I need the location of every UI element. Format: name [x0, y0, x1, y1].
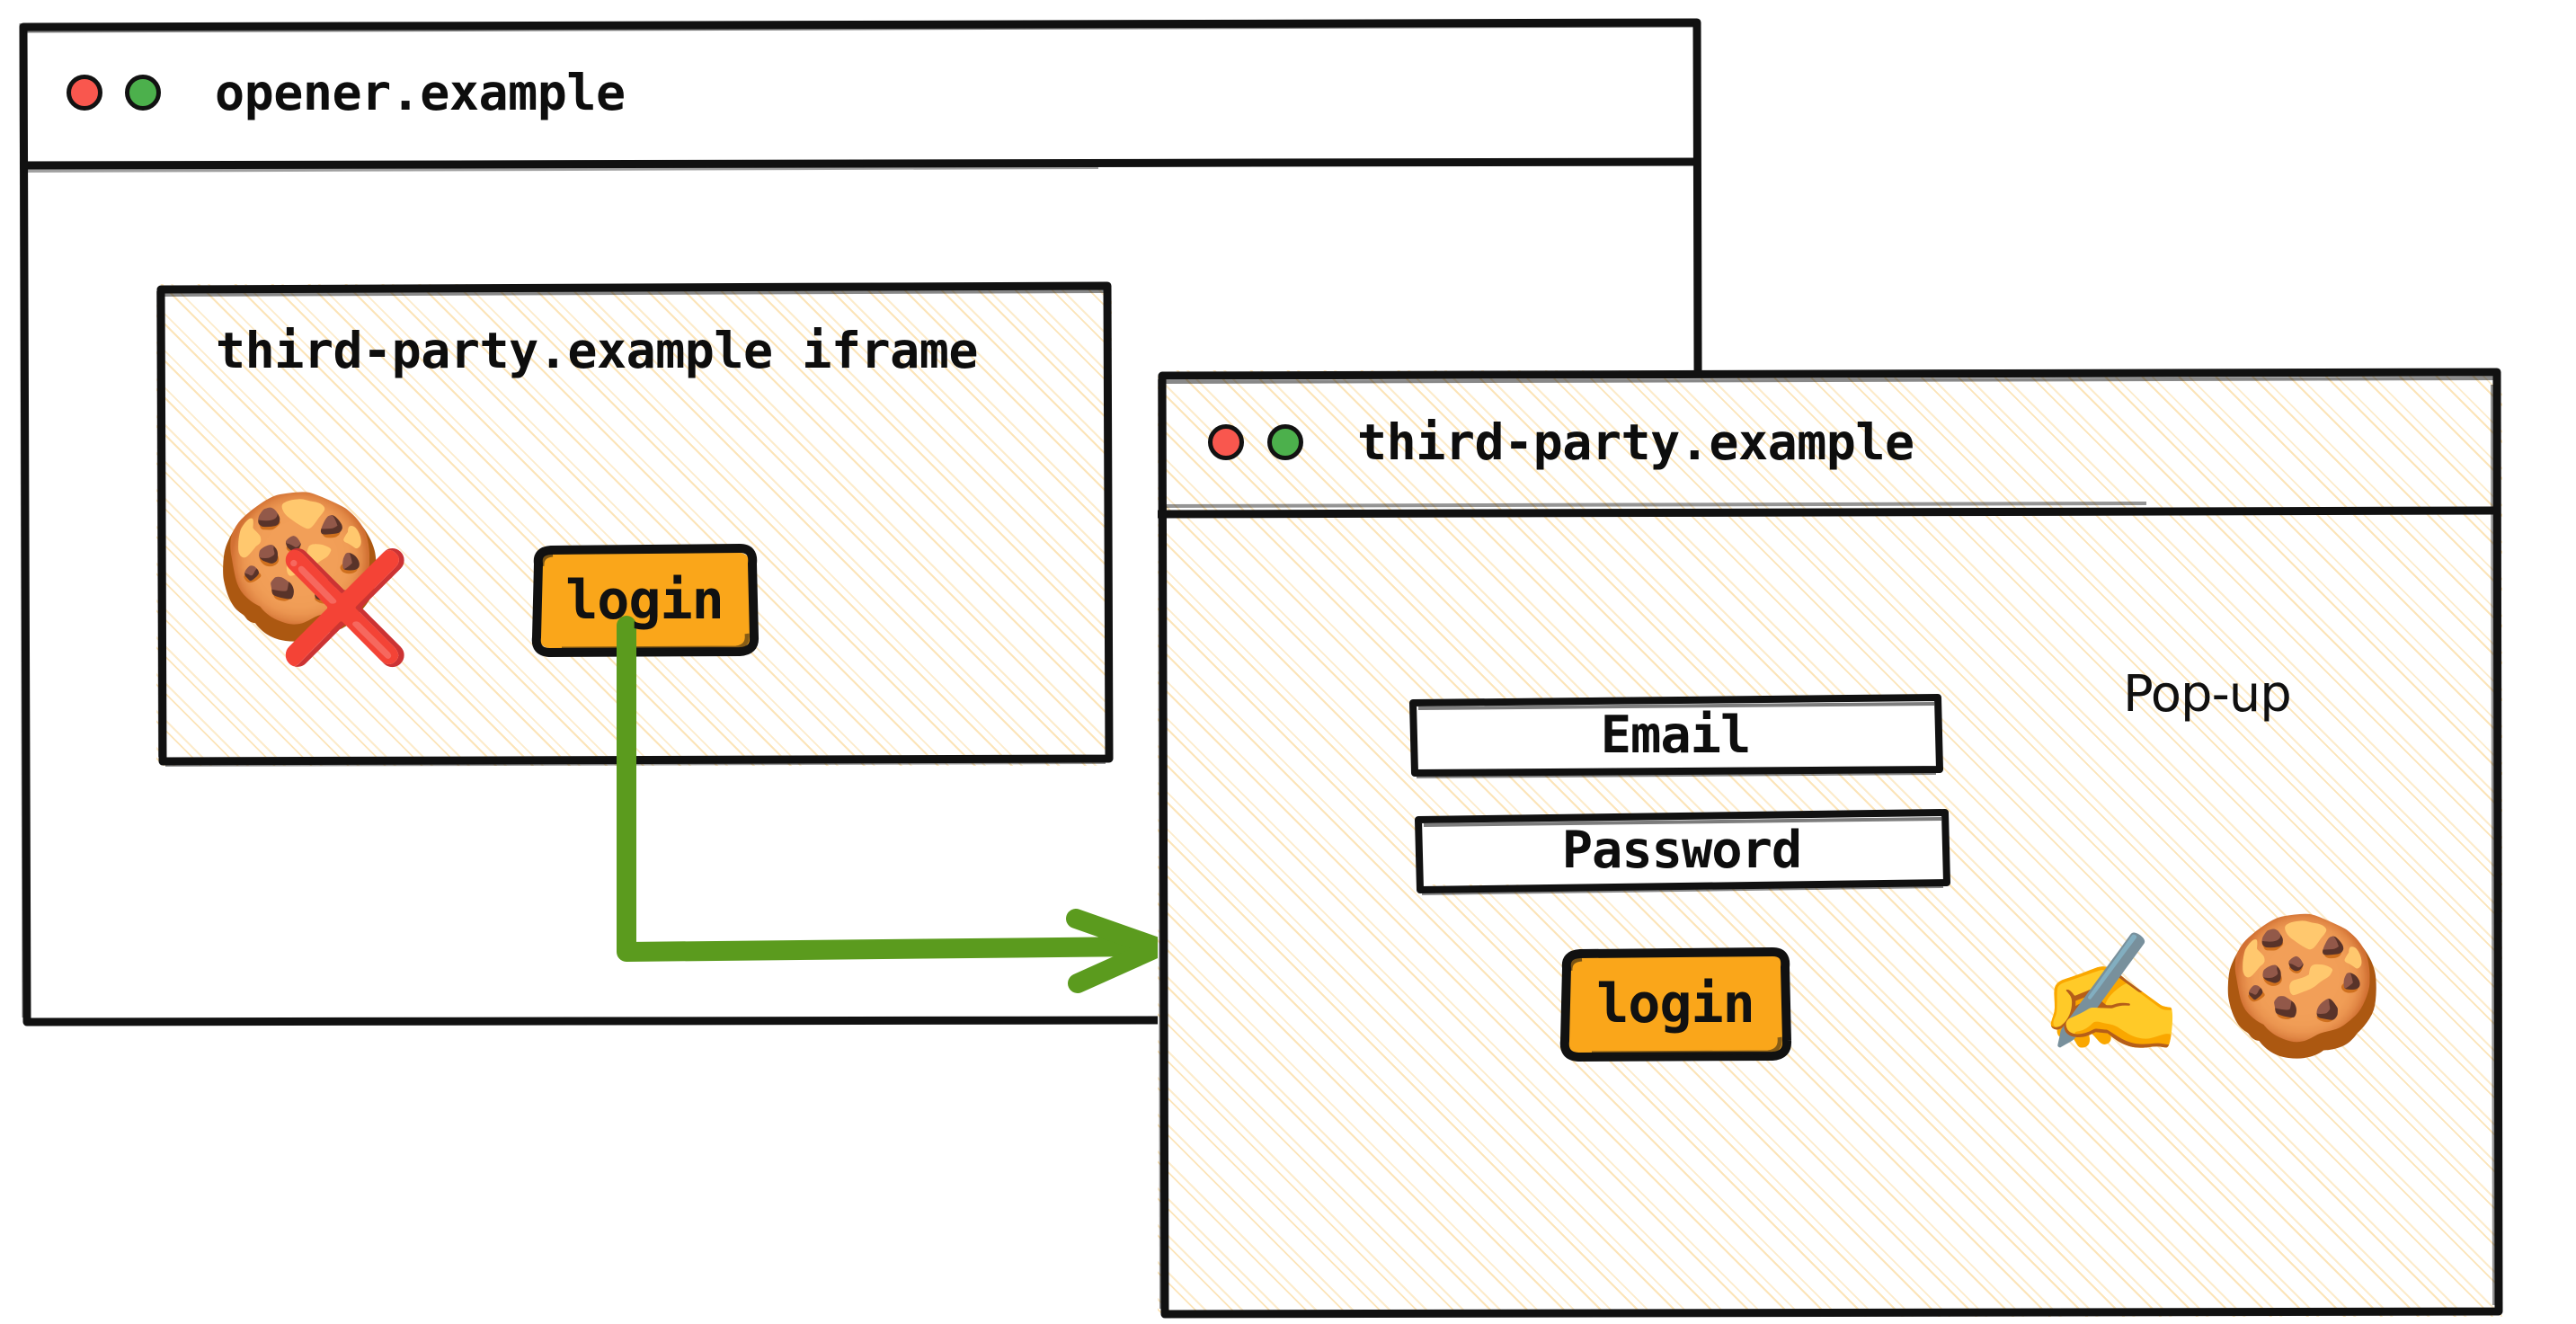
close-dot-icon[interactable] [1208, 424, 1244, 460]
popup-login-button-label: login [1596, 973, 1755, 1035]
opener-window-title: opener.example [215, 64, 626, 121]
close-dot-icon[interactable] [67, 75, 102, 111]
cookie-written-group: ✍️ 🍪 [2039, 919, 2386, 1071]
writing-hand-icon: ✍️ [2039, 925, 2184, 1062]
email-field-label: Email [1600, 706, 1752, 765]
popup-annotation-label: Pop-up [2123, 665, 2292, 724]
popup-window-title: third-party.example [1357, 413, 1914, 471]
email-field[interactable]: Email [1409, 694, 1943, 778]
cross-mark-icon: ❌ [278, 546, 413, 671]
maximize-dot-icon[interactable] [125, 75, 161, 111]
popup-login-button[interactable]: login [1559, 947, 1792, 1062]
iframe-title-label: third-party.example iframe [216, 322, 978, 379]
iframe-login-button[interactable]: login [531, 544, 759, 657]
popup-titlebar: third-party.example [1158, 370, 2553, 514]
password-field-label: Password [1561, 821, 1803, 880]
password-field[interactable]: Password [1415, 809, 1950, 895]
cookie-icon: 🍪 [2218, 908, 2386, 1064]
maximize-dot-icon[interactable] [1267, 424, 1303, 460]
blocked-cookie-group: 🍪 ❌ [213, 484, 413, 676]
cookie-icon: 🍪 [213, 484, 386, 647]
iframe-login-button-label: login [565, 569, 724, 632]
opener-titlebar: opener.example [20, 20, 1749, 165]
